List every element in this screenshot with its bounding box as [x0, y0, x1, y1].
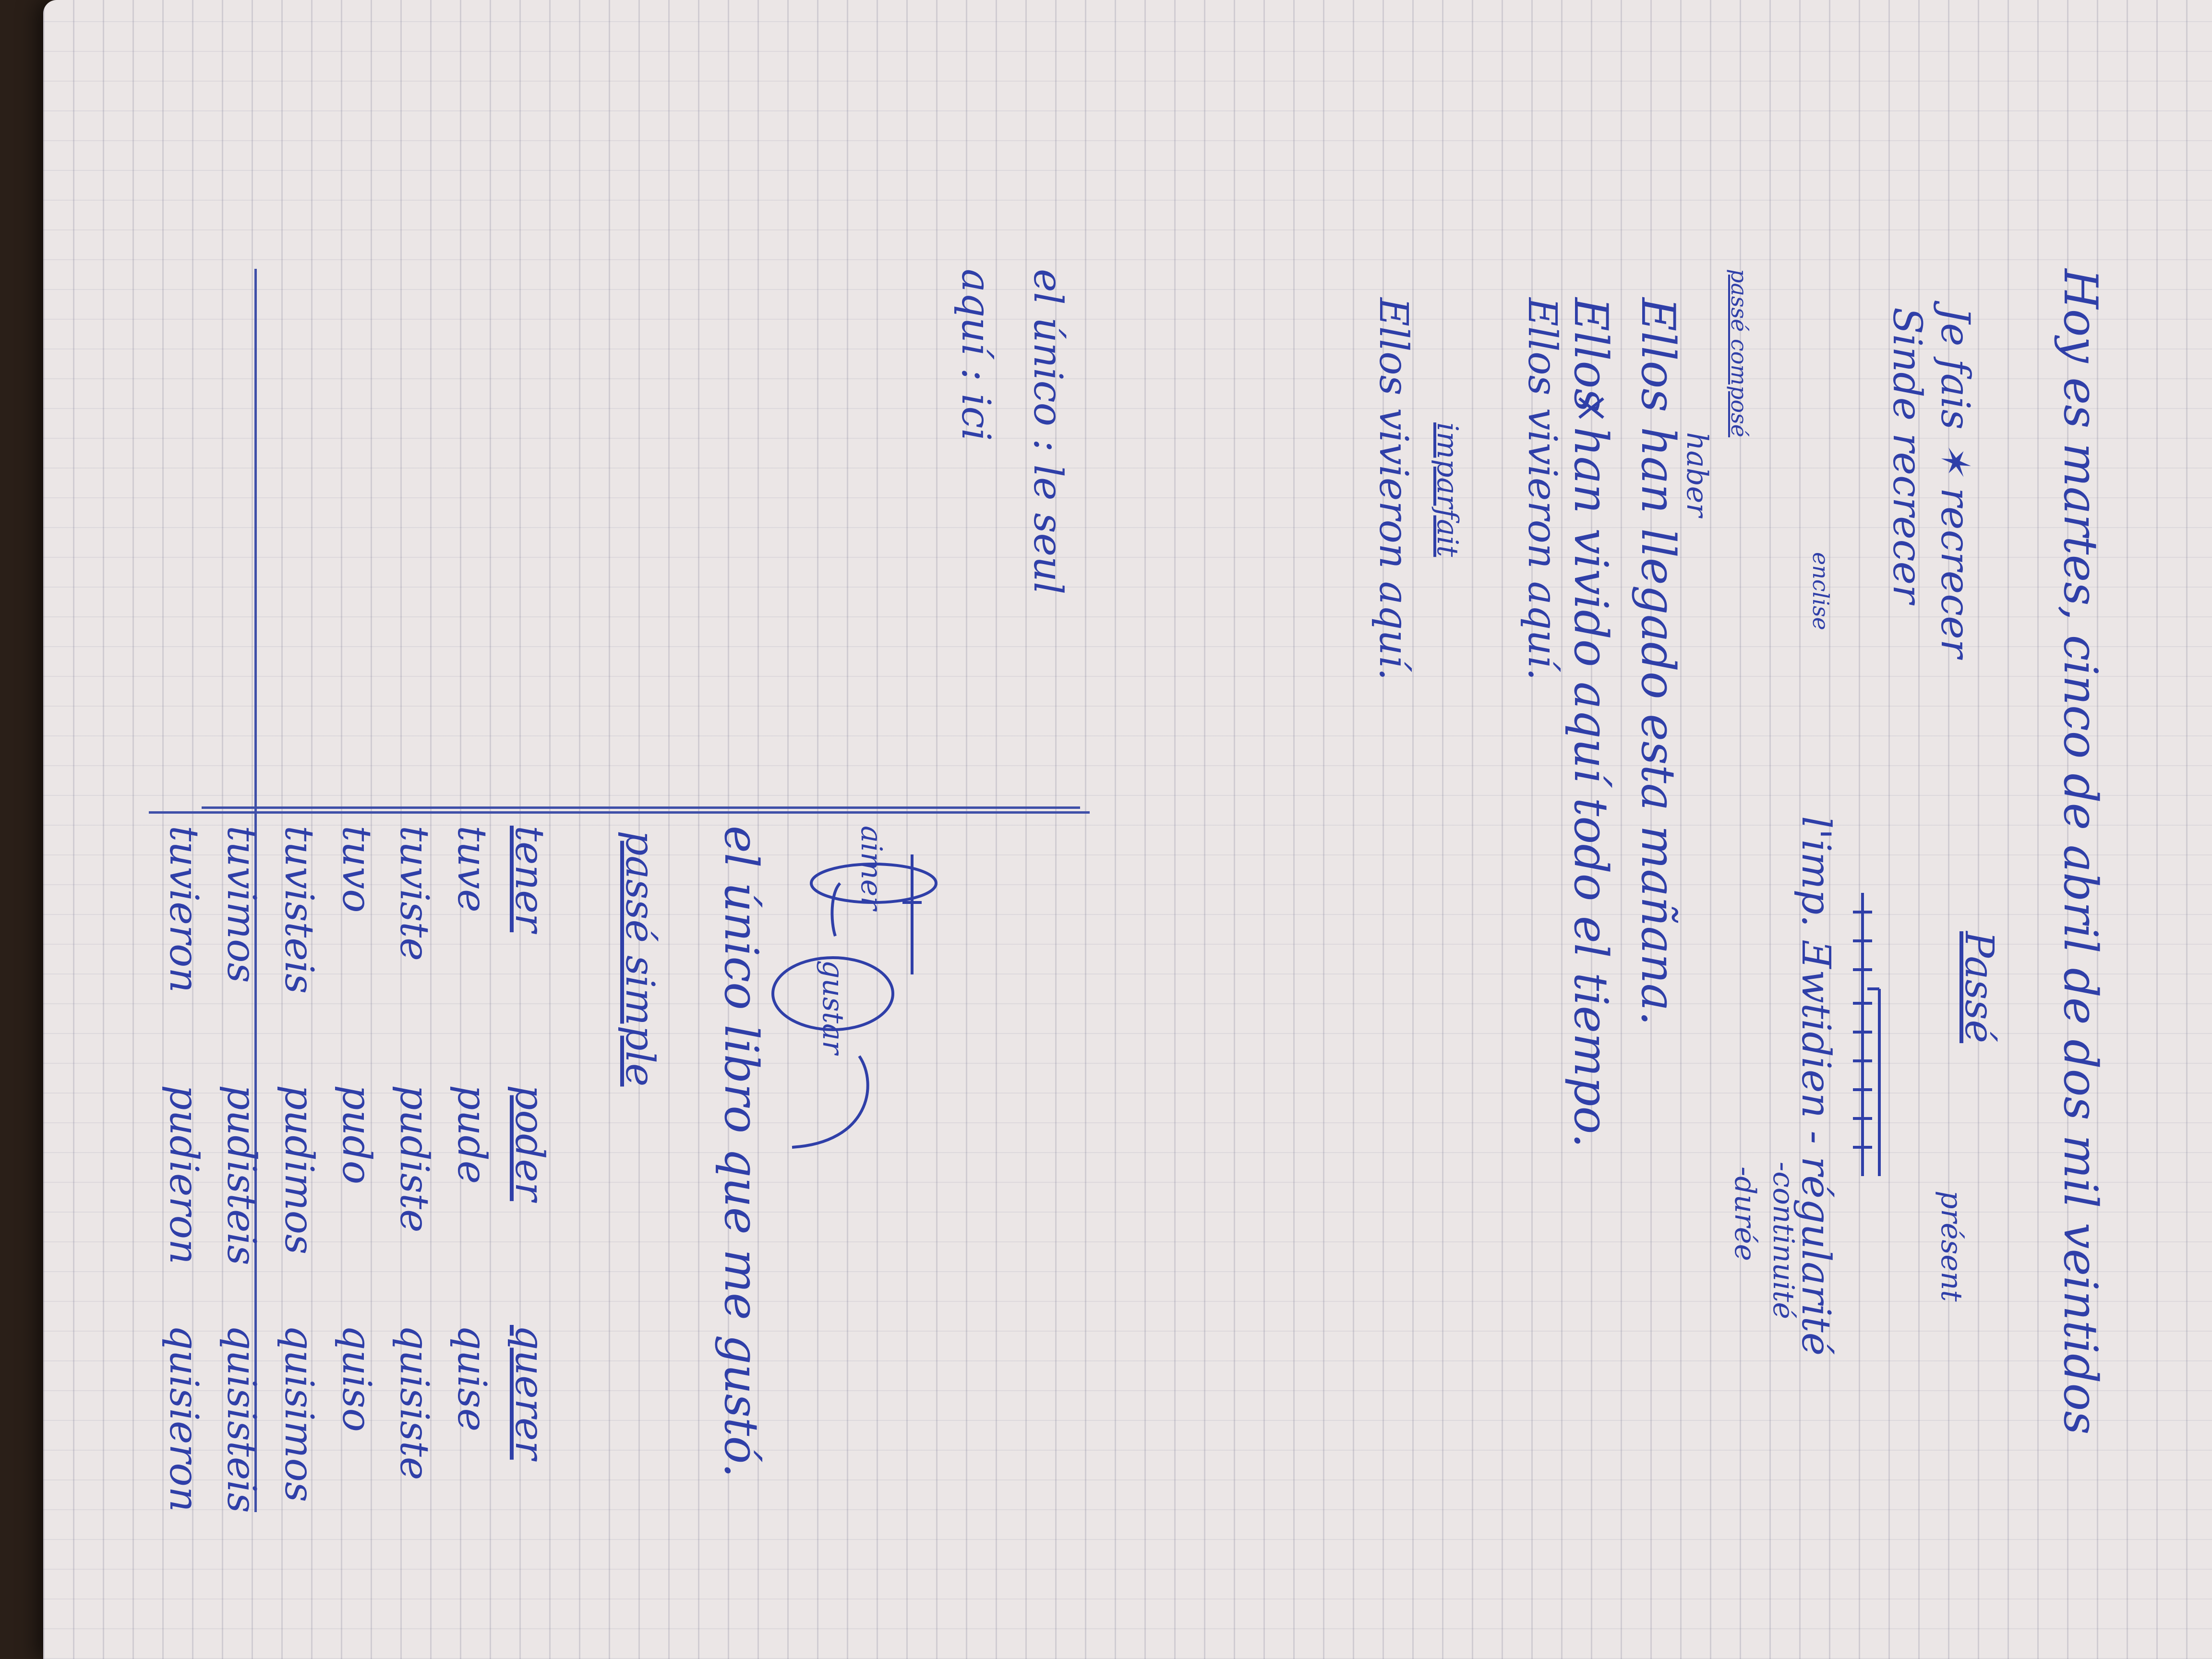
label-aimer: aimer — [854, 826, 888, 911]
poder-form-6: pudieron — [161, 1085, 206, 1264]
example-1: Ellos han llegado esta mañana. — [1631, 298, 1685, 1026]
divider-horizontal — [149, 811, 1090, 814]
tener-form-1: tuve — [449, 826, 494, 913]
notebook-page: Hoy es martes, cinco de abril de dos mil… — [43, 0, 2212, 1659]
querer-form-6: quisieron — [161, 1325, 206, 1512]
poder-form-5: pudisteis — [218, 1085, 264, 1265]
date-heading: Hoy es martes, cinco de abril de dos mil… — [2054, 269, 2107, 1435]
tener-form-5: tuvimos — [218, 826, 264, 983]
circle-aimer — [810, 863, 938, 904]
querer-form-3: quiso — [334, 1325, 379, 1432]
imparfait-label: imparfait — [1431, 422, 1464, 557]
divider-horizontal-lower — [202, 806, 1080, 809]
arrow-gustar-sentence — [792, 1055, 869, 1149]
passe-title: Passé — [1956, 931, 2002, 1044]
tener-form-6: tuvieron — [161, 826, 206, 993]
continuite-label: -continuité — [1767, 1162, 1800, 1320]
passe-simple-heading: passé simple — [617, 830, 662, 1087]
example-3: Ellos vivieron aquí. — [1519, 298, 1565, 681]
poder-form-2: pudiste — [391, 1085, 437, 1233]
passe-compose-heading: passé composé — [1726, 269, 1752, 437]
haber-label: haber — [1680, 432, 1714, 517]
querer-form-2: quisiste — [391, 1325, 437, 1480]
tener-heading: tener — [506, 826, 552, 933]
querer-heading: querer — [506, 1325, 552, 1460]
tener-form-2: tuviste — [391, 826, 437, 961]
timeline-diagram — [771, 397, 1881, 1176]
divider-vertical-left — [254, 269, 257, 1512]
label-enclise: enclise — [1808, 552, 1834, 630]
poder-heading: poder — [506, 1085, 552, 1202]
present-label: présent — [1935, 1190, 1968, 1302]
poder-form-3: pudo — [334, 1085, 379, 1185]
querer-form-5: quisisteis — [218, 1325, 264, 1513]
querer-form-4: quisimos — [276, 1325, 322, 1503]
example-4: Ellos vivieron aquí. — [1370, 298, 1416, 681]
example-2: Ellos han vivido aquí todo el tiempo. — [1564, 298, 1618, 1148]
querer-form-1: quise — [449, 1325, 494, 1432]
vocab-aqui: aquí : ici — [953, 269, 998, 441]
timeline-ticks — [1853, 911, 1872, 1149]
duree-label: -durée — [1728, 1166, 1762, 1262]
vocab-unico: el único : le seul — [1025, 269, 1070, 595]
poder-form-1: pude — [449, 1085, 494, 1184]
circle-gustar — [771, 956, 894, 1031]
tener-form-4: tuvisteis — [276, 826, 322, 994]
tener-form-3: tuvo — [334, 826, 379, 913]
imp-label: l'imp. — [1793, 816, 1839, 927]
line-je-fais: Je fais ✶ recrecer — [1932, 307, 1978, 658]
label-gustar: gustar — [816, 960, 850, 1055]
sentence-gusto: el único libro que me gustó. — [714, 826, 768, 1478]
poder-form-4: pudimos — [276, 1085, 322, 1255]
line-recrecer: Sinde recrecer — [1884, 307, 1930, 604]
arrow-aimer-gustar — [830, 882, 842, 937]
